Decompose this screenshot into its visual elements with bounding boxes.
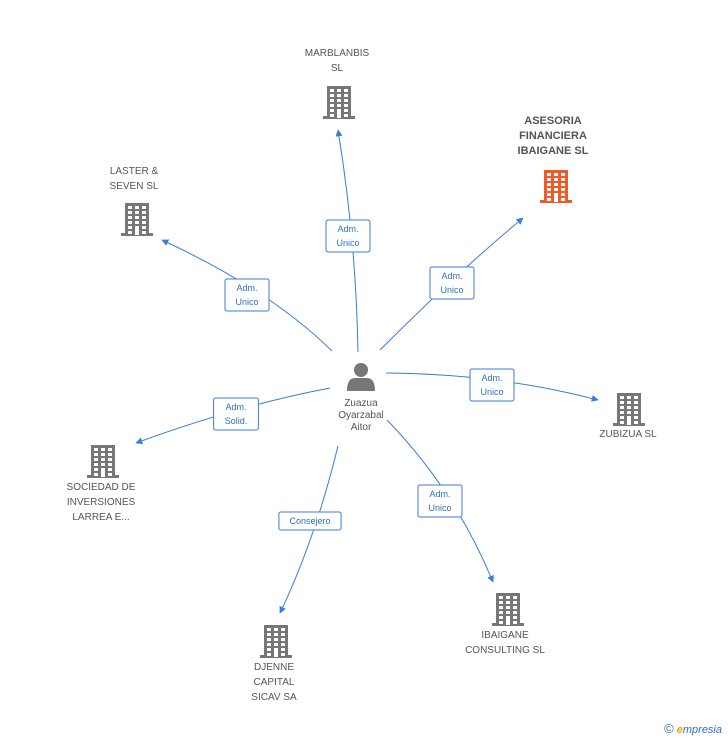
building-icon[interactable] [87,445,119,478]
relation-text: Adm. Unico [440,271,463,295]
relation-text-line: Adm. [429,489,450,499]
relation-text: Adm. Unico [336,224,359,248]
relation-box [224,278,270,312]
relation-text-line: Adm. [441,271,462,281]
relation-text: Consejero [289,516,330,526]
relation-label-laster[interactable]: Adm. Unico [224,278,270,312]
company-label-asesoria-line: ASESORIA [524,115,582,127]
relation-label-asesoria[interactable]: Adm. Unico [429,266,475,300]
relation-text: Adm. Unico [428,489,451,513]
company-label-djenne-line: CAPITAL [254,677,295,688]
center-person-name-line: Zuazua [344,398,378,409]
building-icon[interactable] [540,170,572,203]
relation-text-line: Adm. [481,373,502,383]
person-icon[interactable] [347,363,375,391]
company-label-zubizua-line: ZUBIZUA SL [599,429,657,440]
company-label-marblanbis-line: MARBLANBIS [305,48,370,59]
company-label-asesoria: ASESORIA FINANCIERA IBAIGANE SL [518,115,589,157]
building-icon[interactable] [613,393,645,426]
relation-text-line: Adm. [337,224,358,234]
company-label-sociedad-line: SOCIEDAD DE [67,482,136,493]
company-label-sociedad-line: INVERSIONES [67,497,136,508]
company-label-sociedad-line: LARREA E... [72,512,129,523]
building-icon[interactable] [121,203,153,236]
relation-text: Adm. Solid. [225,402,248,426]
relation-label-zubizua[interactable]: Adm. Unico [469,368,515,402]
relation-text-line: Unico [480,387,503,397]
center-person-name-line: Oyarzabal [338,410,384,421]
copyright-icon: © [664,721,674,736]
relation-label-djenne[interactable]: Consejero [278,511,342,531]
company-label-djenne-line: SICAV SA [251,692,297,703]
relation-label-sociedad[interactable]: Adm. Solid. [213,397,259,431]
relation-box [417,484,463,518]
company-label-laster: LASTER & SEVEN SL [110,166,159,192]
company-label-ibaigane-line: CONSULTING SL [465,645,545,656]
relation-text-line: Unico [336,238,359,248]
relation-text-line: Solid. [225,416,248,426]
building-icon[interactable] [323,86,355,119]
company-label-djenne-line: DJENNE [254,662,294,673]
relation-text-line: Consejero [289,516,330,526]
relation-label-marblanbis[interactable]: Adm. Unico [325,219,371,253]
company-label-asesoria-line: FINANCIERA [519,130,587,142]
relation-box [429,266,475,300]
relation-labels-layer: Adm.UnicoAdm.UnicoAdm.UnicoAdm.UnicoAdm.… [213,219,515,531]
relation-text-line: Adm. [225,402,246,412]
relation-box [213,397,259,431]
footer-brand[interactable]: © empresia [664,721,722,736]
relation-box [278,511,342,531]
company-label-sociedad: SOCIEDAD DE INVERSIONES LARREA E... [67,482,136,523]
building-icon[interactable] [260,625,292,658]
center-person-name-line: Aitor [351,422,372,433]
relation-text-line: Unico [428,503,451,513]
company-label-ibaigane: IBAIGANE CONSULTING SL [465,630,545,656]
company-label-zubizua: ZUBIZUA SL [599,429,657,440]
relation-box [469,368,515,402]
brand-logo-text: mpresia [682,724,722,736]
company-label-ibaigane-line: IBAIGANE [481,630,529,641]
relation-text-line: Adm. [236,283,257,293]
brand-logo-initial: e [676,724,683,736]
company-label-laster-line: LASTER & [110,166,159,177]
company-label-djenne: DJENNE CAPITAL SICAV SA [251,662,297,703]
relation-text-line: Unico [440,285,463,295]
building-icon[interactable] [492,593,524,626]
edge-djenne [279,445,339,614]
company-label-asesoria-line: IBAIGANE SL [518,145,589,157]
company-label-marblanbis: MARBLANBIS SL [305,48,370,74]
relation-text: Adm. Unico [235,283,258,307]
relation-label-ibaigane[interactable]: Adm. Unico [417,484,463,518]
relation-text-line: Unico [235,297,258,307]
relation-text: Adm. Unico [480,373,503,397]
relation-box [325,219,371,253]
company-label-marblanbis-line: SL [331,63,344,74]
company-label-laster-line: SEVEN SL [110,181,159,192]
